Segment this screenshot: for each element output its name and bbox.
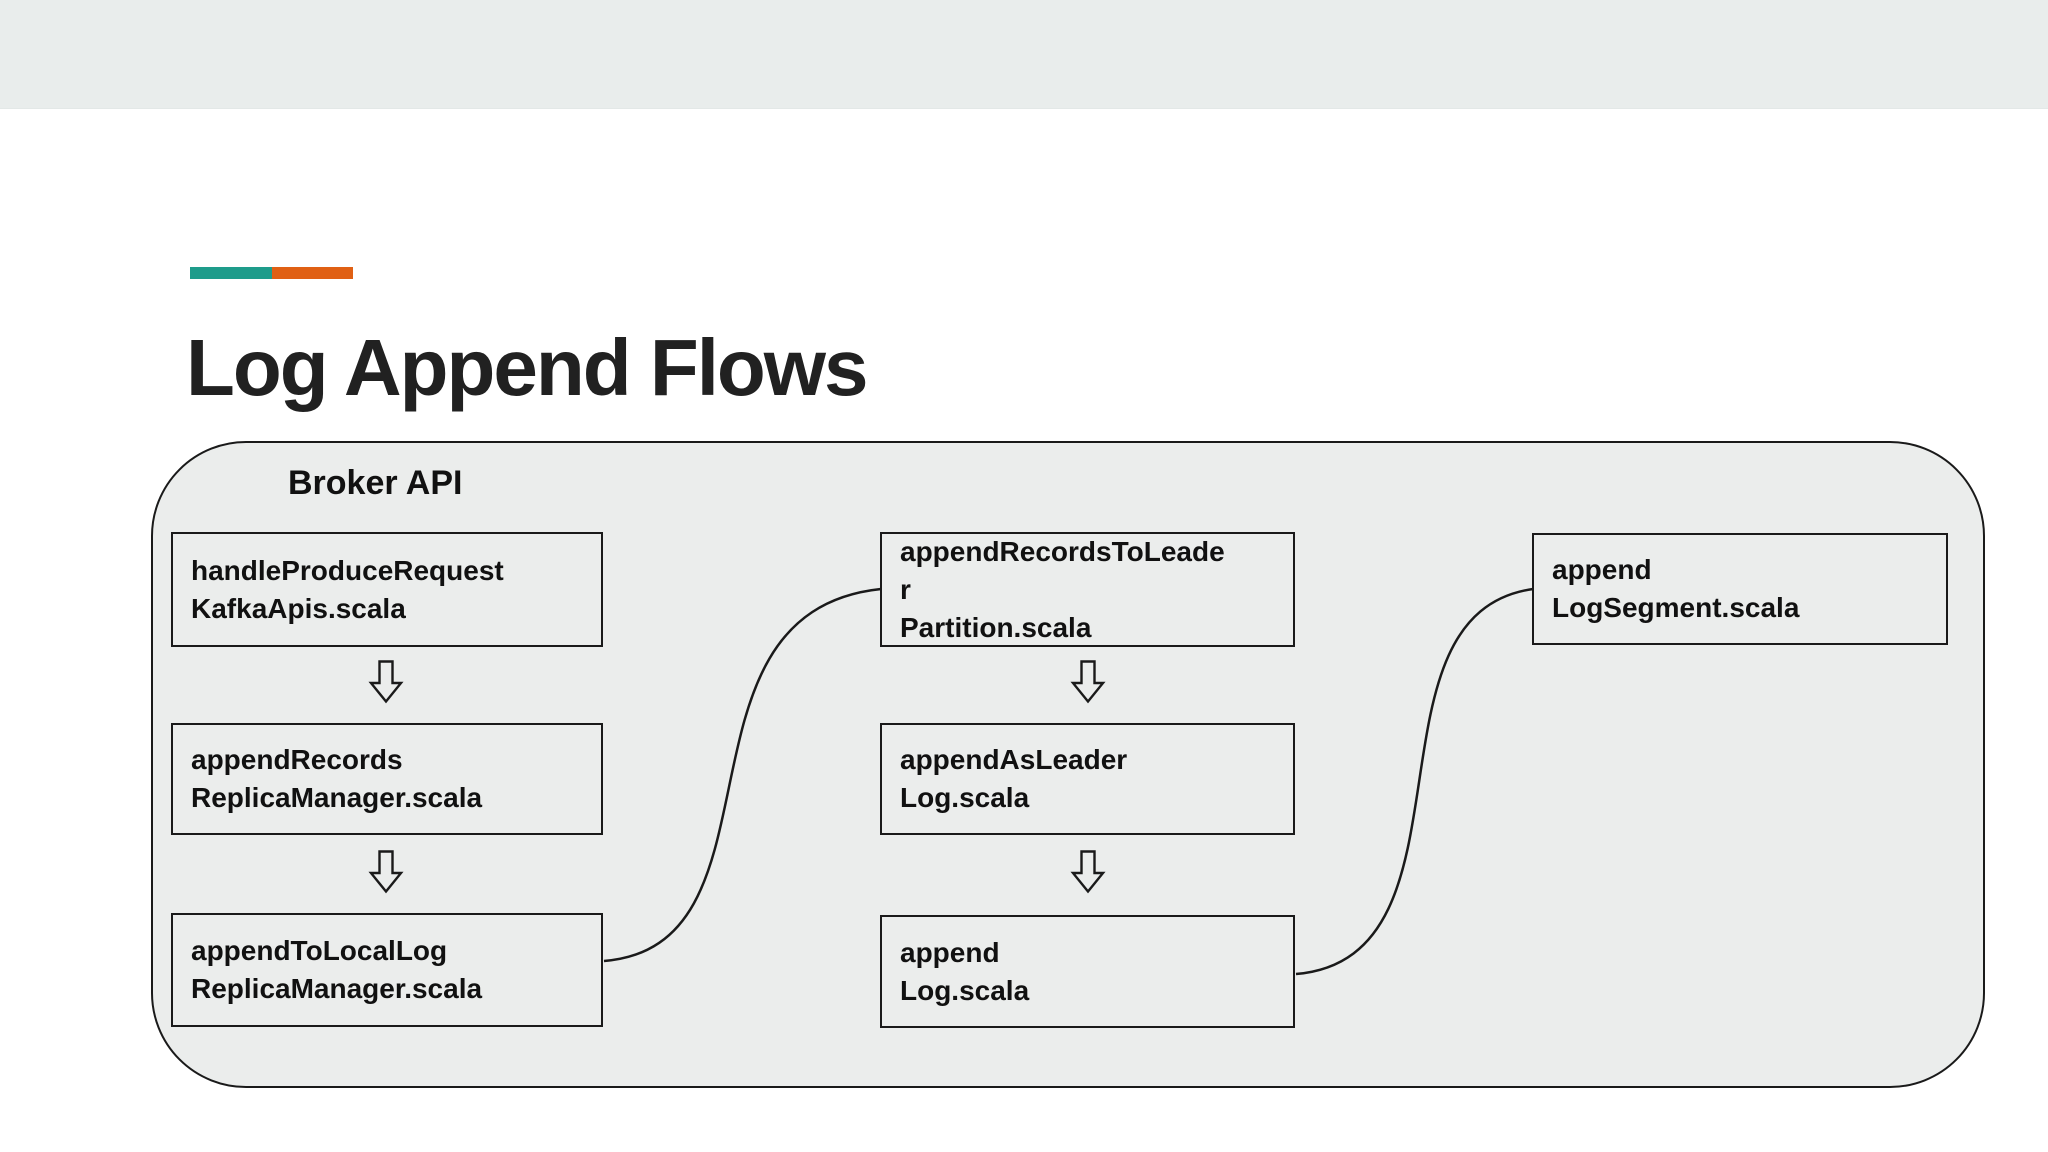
down-arrow-icon (368, 660, 404, 704)
down-arrow-icon (1070, 660, 1106, 704)
accent-teal-segment (190, 267, 272, 279)
node-append-log: append Log.scala (880, 915, 1295, 1028)
node-label: appendToLocalLog ReplicaManager.scala (191, 935, 483, 1004)
node-label: appendAsLeader Log.scala (900, 744, 1128, 813)
title-accent-bar (190, 267, 353, 279)
node-label: appendRecordsToLeade r Partition.scala (900, 535, 1225, 643)
node-append-records: appendRecords ReplicaManager.scala (171, 723, 603, 835)
node-append-log-segment: append LogSegment.scala (1532, 533, 1948, 645)
node-append-to-local-log: appendToLocalLog ReplicaManager.scala (171, 913, 603, 1027)
down-arrow-icon (368, 850, 404, 894)
node-append-records-to-leader: appendRecordsToLeade r Partition.scala (880, 532, 1295, 647)
broker-api-label: Broker API (288, 464, 463, 502)
node-append-as-leader: appendAsLeader Log.scala (880, 723, 1295, 835)
accent-orange-segment (271, 267, 353, 279)
node-label: append Log.scala (900, 936, 1030, 1006)
node-label: appendRecords ReplicaManager.scala (191, 744, 483, 813)
down-arrow-icon (1070, 850, 1106, 894)
page-title: Log Append Flows (186, 323, 868, 412)
node-label: handleProduceRequest KafkaApis.scala (191, 554, 504, 624)
top-strip (0, 0, 2048, 109)
node-handle-produce-request: handleProduceRequest KafkaApis.scala (171, 532, 603, 647)
node-label: append LogSegment.scala (1552, 554, 1800, 623)
